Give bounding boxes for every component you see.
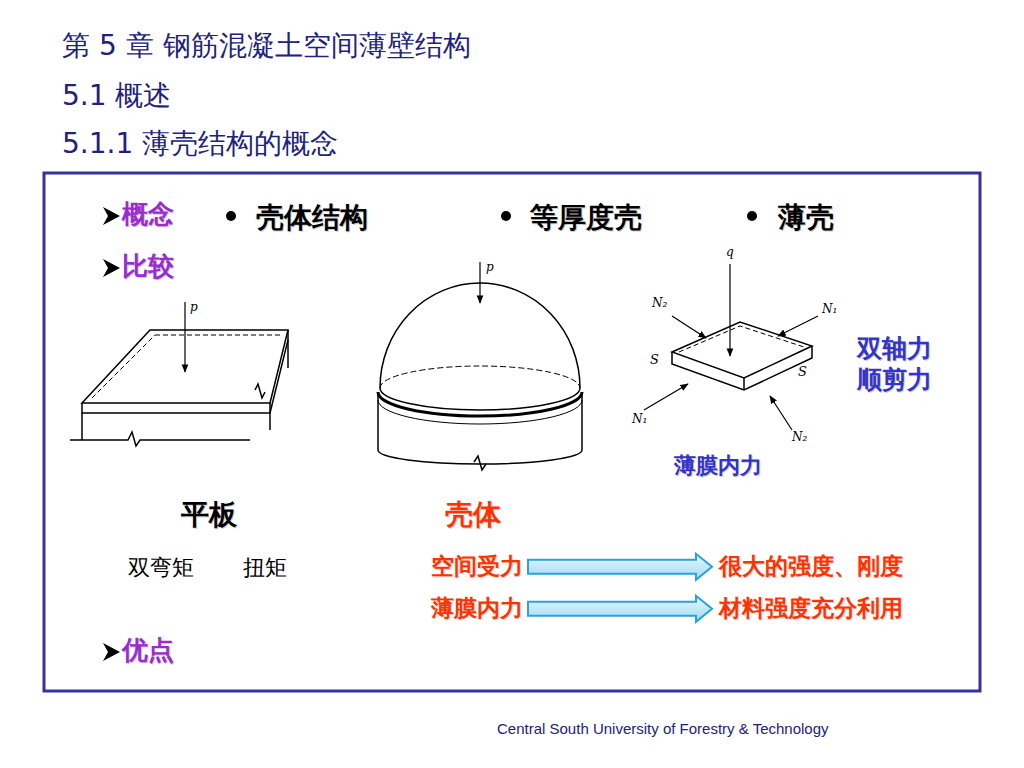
force-symbol: N₁ — [632, 412, 647, 426]
load-symbol: q — [726, 245, 734, 259]
phrase-text: 很大的强度、刚度 — [719, 553, 903, 581]
dome-figure — [378, 262, 582, 470]
figure-caption: 薄膜内力 — [674, 453, 762, 479]
force-symbol: S — [798, 364, 807, 380]
force-symbol: N₁ — [822, 302, 837, 316]
topic-label: 优点 — [122, 635, 174, 666]
phrase-box: 材料强度充分利用 — [716, 595, 906, 623]
phrase-text: 薄膜内力 — [431, 595, 523, 623]
load-symbol: p — [190, 300, 198, 314]
block-arrow — [528, 596, 712, 622]
force-symbol: N₂ — [652, 296, 667, 310]
slide-title: 第 5 章 钢筋混凝土空间薄壁结构 — [62, 29, 471, 63]
load-symbol: p — [486, 260, 494, 274]
footer-text: Central South University of Forestry & T… — [497, 720, 829, 738]
phrase-text: 材料强度充分利用 — [719, 595, 903, 623]
element-figure — [644, 264, 818, 430]
phrase-text: 空间受力 — [431, 553, 523, 581]
figure-caption: 平板 — [181, 498, 237, 532]
topic-label: 比较 — [122, 251, 174, 282]
frame — [44, 173, 980, 691]
figure-caption: 壳体 — [445, 498, 501, 532]
bullet-text: 薄壳 — [778, 201, 834, 235]
bullet-text: 等厚度壳 — [530, 201, 642, 235]
pointer-symbol — [103, 207, 120, 661]
internal-force: 双弯矩 — [128, 555, 194, 581]
phrase-box: 很大的强度、刚度 — [716, 553, 906, 581]
phrase-box: 空间受力 — [428, 553, 526, 581]
block-arrow — [528, 554, 712, 580]
internal-force: 扭矩 — [243, 555, 287, 581]
bullet-text: 壳体结构 — [256, 201, 368, 235]
plate-figure — [70, 302, 288, 446]
phrase-box: 薄膜内力 — [428, 595, 526, 623]
force-symbol: S — [650, 352, 659, 368]
force-symbol: N₂ — [792, 430, 807, 444]
topic-label: 概念 — [122, 199, 174, 230]
heading-line: 5.1.1 薄壳结构的概念 — [62, 127, 338, 161]
force-note: 双轴力 顺剪力 — [857, 333, 937, 396]
heading-line: 5.1 概述 — [62, 79, 171, 113]
